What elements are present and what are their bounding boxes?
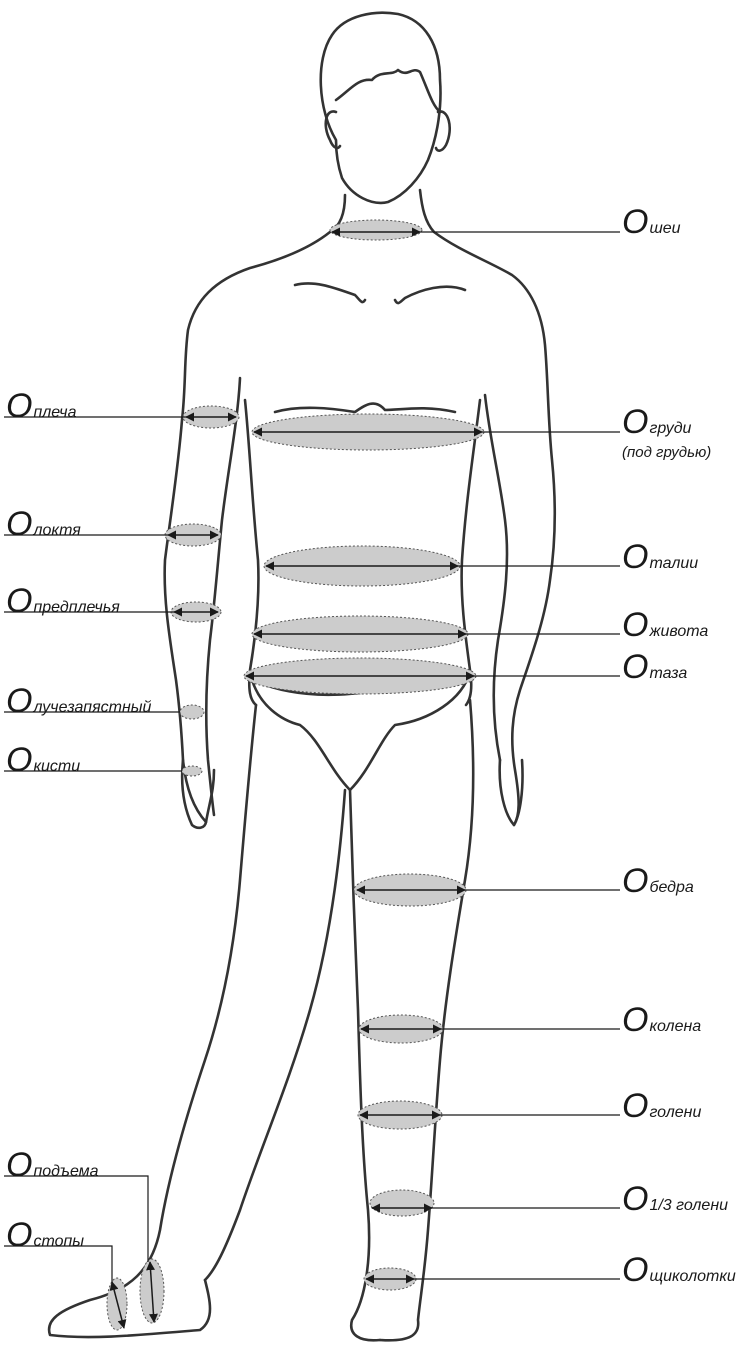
label-elbow: Олоктя bbox=[6, 507, 81, 541]
right-arm-inner bbox=[485, 395, 507, 760]
label-hand: Окисти bbox=[6, 743, 80, 777]
band-third-shin bbox=[370, 1190, 434, 1216]
chest-line bbox=[275, 404, 455, 412]
label-shin: Оголени bbox=[622, 1089, 701, 1123]
band-knee bbox=[359, 1015, 443, 1043]
band-chest bbox=[252, 414, 484, 450]
label-knee: Околена bbox=[622, 1003, 701, 1037]
circumference-symbol: О bbox=[622, 1180, 648, 1218]
label-instep: Оподъема bbox=[6, 1148, 99, 1182]
band-foot bbox=[107, 1278, 127, 1330]
circumference-symbol: О bbox=[6, 387, 32, 425]
circumference-symbol: О bbox=[6, 1216, 32, 1254]
label-forearm: Опредплечья bbox=[6, 584, 120, 618]
measurement-bands bbox=[107, 220, 484, 1330]
circumference-symbol: О bbox=[622, 648, 648, 686]
left-leg-inner bbox=[205, 790, 345, 1280]
torso-side-left bbox=[245, 400, 258, 705]
circumference-symbol: О bbox=[622, 203, 648, 241]
band-hand bbox=[182, 766, 202, 776]
circumference-symbol: О bbox=[6, 741, 32, 779]
collarbone-left bbox=[295, 283, 365, 302]
circumference-symbol: О bbox=[6, 682, 32, 720]
circumference-symbol: О bbox=[622, 1087, 648, 1125]
circumference-symbol: О bbox=[6, 505, 32, 543]
circumference-symbol: О bbox=[622, 606, 648, 644]
ear-left bbox=[326, 111, 340, 148]
label-belly: Оживота bbox=[622, 608, 708, 642]
label-chest: Огруди bbox=[622, 405, 691, 439]
circumference-symbol: О bbox=[622, 862, 648, 900]
label-pelvis: Отаза bbox=[622, 650, 687, 684]
band-shin bbox=[358, 1101, 442, 1129]
leader-lines bbox=[4, 232, 620, 1282]
torso-outline-right bbox=[420, 190, 555, 825]
band-shoulder bbox=[183, 406, 239, 428]
left-arm-inner bbox=[206, 378, 240, 815]
circumference-symbol: О bbox=[6, 1146, 32, 1184]
label-neck: Ошеи bbox=[622, 205, 681, 239]
label-thigh: Обедра bbox=[622, 864, 694, 898]
label-third-shin: О1/3 голени bbox=[622, 1182, 728, 1216]
circumference-symbol: О bbox=[622, 538, 648, 576]
label-ankle: Ощиколотки bbox=[622, 1253, 736, 1287]
band-elbow bbox=[165, 524, 221, 546]
band-wrist bbox=[180, 705, 204, 719]
circumference-symbol: О bbox=[622, 1251, 648, 1289]
band-ankle bbox=[364, 1268, 416, 1290]
band-thigh bbox=[354, 874, 466, 906]
label-wrist: Олучезапястный bbox=[6, 684, 151, 718]
label-shoulder: Оплеча bbox=[6, 389, 76, 423]
hair-line bbox=[336, 70, 440, 112]
circumference-symbol: О bbox=[622, 403, 648, 441]
band-belly bbox=[252, 616, 468, 652]
torso-side-right bbox=[462, 400, 480, 705]
band-waist bbox=[264, 546, 460, 586]
collarbone-right bbox=[395, 287, 465, 303]
band-neck bbox=[330, 220, 422, 240]
label-waist: Оталии bbox=[622, 540, 698, 574]
band-instep bbox=[140, 1259, 164, 1323]
band-pelvis bbox=[244, 658, 476, 694]
label-foot: Остопы bbox=[6, 1218, 84, 1252]
head-outline bbox=[321, 13, 441, 203]
label-chest-note: (под грудью) bbox=[622, 444, 711, 461]
circumference-symbol: О bbox=[6, 582, 32, 620]
right-leg-inner bbox=[350, 790, 380, 1340]
circumference-symbol: О bbox=[622, 1001, 648, 1039]
band-forearm bbox=[171, 602, 221, 622]
